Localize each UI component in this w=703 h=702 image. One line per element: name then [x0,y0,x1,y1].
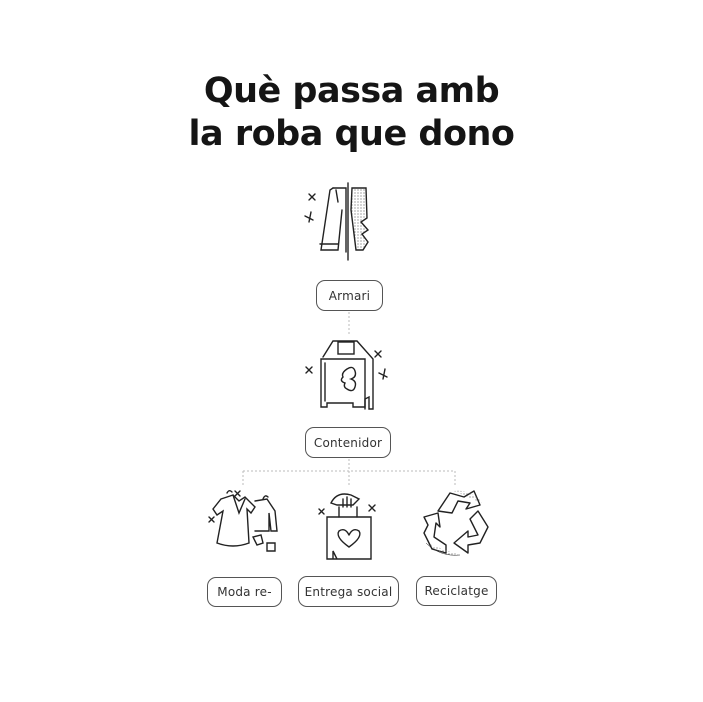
node-entrega-social: Entrega social [298,576,399,607]
node-moda-re: Moda re- [207,577,282,607]
clothes-icon [208,490,278,552]
recycle-icon [423,490,489,556]
node-contenidor: Contenidor [305,427,391,458]
donation-container-icon [305,340,388,410]
charity-bag-icon [318,493,376,560]
node-reciclatge: Reciclatge [416,576,497,606]
title-line-1: Què passa amb [203,71,500,111]
page-title: Què passa amb la roba que dono [0,70,703,156]
trousers-icon [304,182,370,261]
node-armari: Armari [316,280,383,311]
title-line-2: la roba que dono [188,114,515,154]
